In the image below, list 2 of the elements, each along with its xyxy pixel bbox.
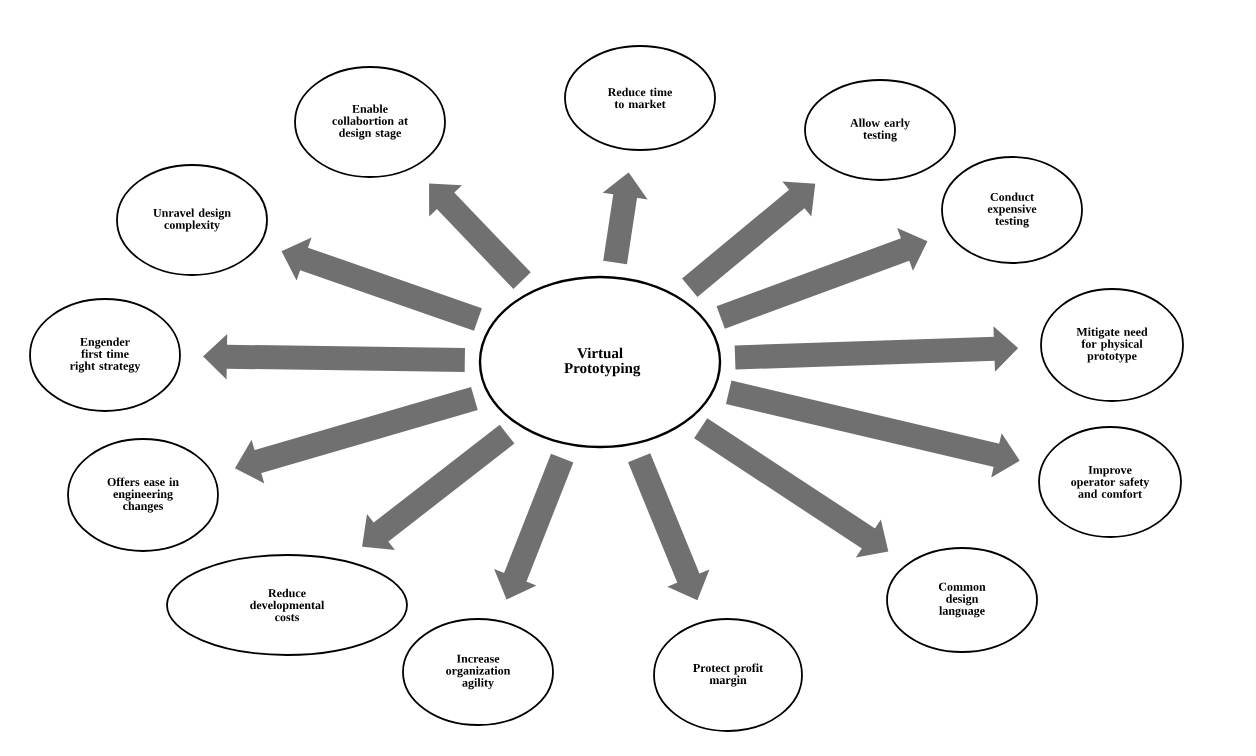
block-arrow <box>362 424 515 550</box>
block-arrow <box>429 183 531 289</box>
